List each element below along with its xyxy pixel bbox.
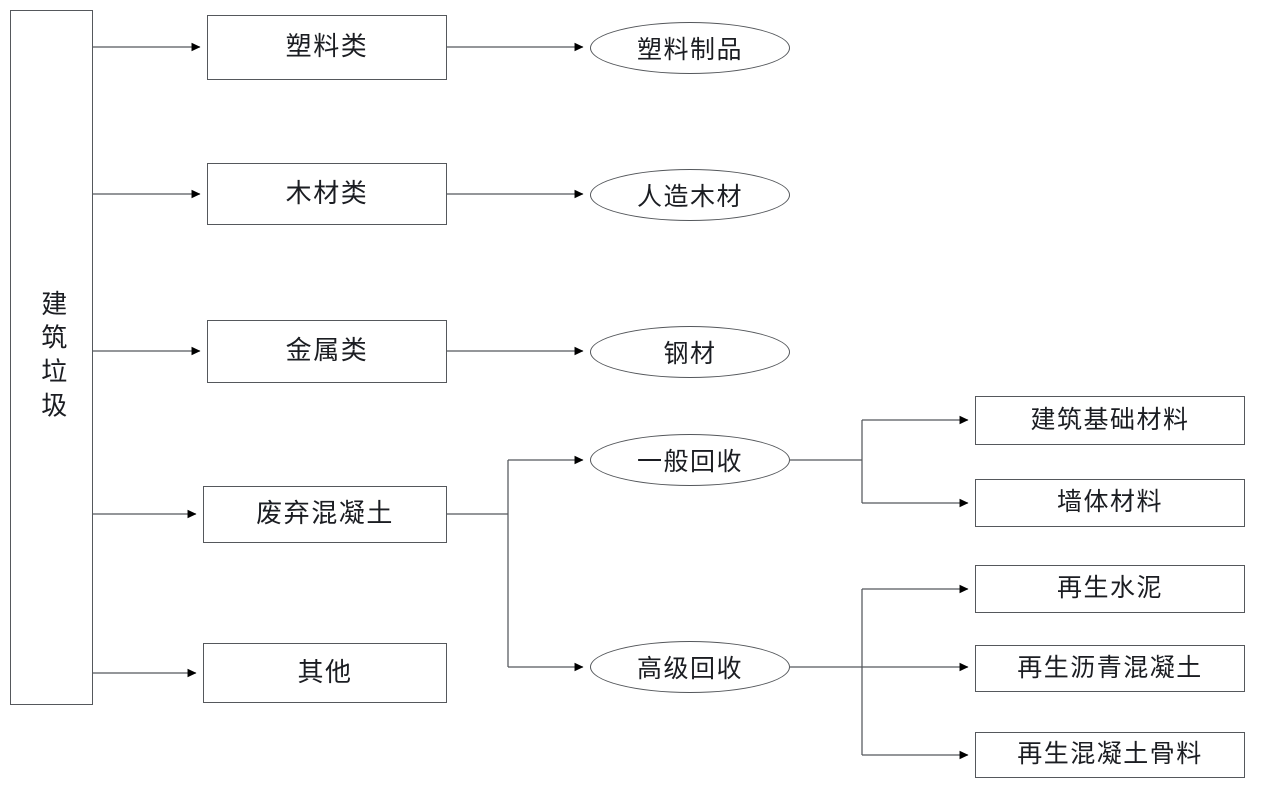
node-building-base-material[interactable]: 建筑基础材料 [975,396,1245,445]
node-label-building-base-material: 建筑基础材料 [1030,406,1190,434]
node-label-metal: 金属类 [285,336,369,366]
node-plastic-product[interactable]: 塑料制品 [590,22,790,74]
node-plastic[interactable]: 塑料类 [207,15,447,80]
node-label-other: 其他 [297,657,353,687]
node-steel[interactable]: 钢材 [590,326,790,378]
node-general-recycle[interactable]: 一般回收 [590,434,790,486]
node-other[interactable]: 其他 [203,643,447,703]
node-label-plastic-product: 塑料制品 [636,37,743,64]
node-label-recycled-asphalt-concrete: 再生沥青混凝土 [1017,654,1203,682]
node-wood[interactable]: 木材类 [207,163,447,225]
node-advanced-recycle[interactable]: 高级回收 [590,641,790,693]
node-label-plastic: 塑料类 [285,32,369,62]
node-construction-waste[interactable]: 建筑垃圾 [10,10,93,705]
node-label-wall-material: 墙体材料 [1056,489,1163,517]
node-label-wood: 木材类 [285,178,369,208]
node-label-waste-concrete: 废弃混凝土 [256,499,394,529]
node-label-general-recycle: 一般回收 [636,449,743,476]
node-label-advanced-recycle: 高级回收 [636,656,743,683]
node-label-recycled-concrete-aggregate: 再生混凝土骨料 [1017,741,1203,769]
node-label-construction-waste: 建筑垃圾 [37,289,67,426]
node-recycled-concrete-aggregate[interactable]: 再生混凝土骨料 [975,732,1245,778]
node-metal[interactable]: 金属类 [207,320,447,383]
node-artificial-wood[interactable]: 人造木材 [590,169,790,221]
node-recycled-asphalt-concrete[interactable]: 再生沥青混凝土 [975,645,1245,692]
node-recycled-cement[interactable]: 再生水泥 [975,565,1245,613]
node-waste-concrete[interactable]: 废弃混凝土 [203,486,447,543]
node-label-recycled-cement: 再生水泥 [1056,575,1163,603]
node-label-steel: 钢材 [663,341,717,368]
node-label-artificial-wood: 人造木材 [636,184,743,211]
node-wall-material[interactable]: 墙体材料 [975,479,1245,527]
